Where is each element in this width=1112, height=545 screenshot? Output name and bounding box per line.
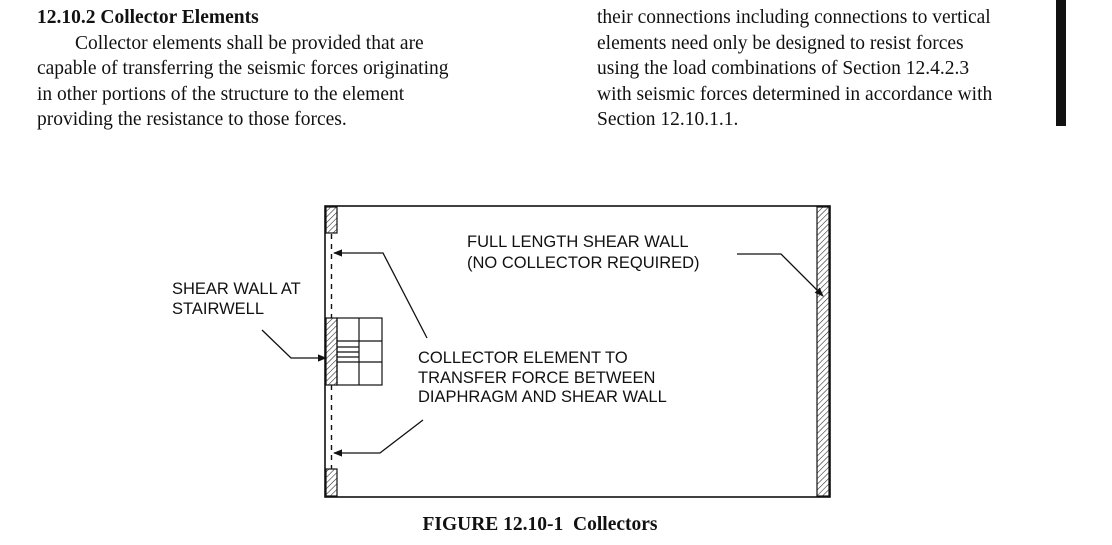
paragraph-line: with seismic forces determined in accord… — [597, 83, 993, 105]
building-outline — [324, 205, 831, 498]
figure-caption: FIGURE 12.10-1 Collectors — [422, 514, 658, 535]
leader-collector-lower — [333, 419, 424, 457]
paragraph-line: using the load combinations of Section 1… — [597, 58, 970, 79]
left-wall-segment-bottom — [325, 468, 338, 497]
left-wall-segment-top — [325, 206, 338, 234]
paragraph-line: their connections including connections … — [597, 7, 991, 28]
leader-collector-upper — [333, 249, 428, 339]
paragraph-line: providing the resistance to those forces… — [37, 109, 347, 130]
paragraph-line: in other portions of the structure to th… — [37, 83, 405, 105]
full-length-shear-wall — [816, 206, 830, 497]
stairwell-wall-label: SHEAR WALL AT STAIRWELL — [172, 280, 305, 318]
stairwell-shear-wall — [325, 317, 338, 386]
left-text-column: 12.10.2 Collector Elements Collector ele… — [37, 5, 537, 133]
stairwell-grid — [336, 317, 383, 386]
revision-change-bar — [1056, 0, 1066, 126]
paragraph-line: elements need only be designed to resist… — [597, 32, 964, 54]
right-text-column: their connections including connections … — [597, 5, 1052, 133]
paragraph-line: Section 12.10.1.1. — [597, 109, 739, 130]
full-length-wall-label: FULL LENGTH SHEAR WALL (NO COLLECTOR REQ… — [467, 233, 700, 272]
paragraph-line: capable of transferring the seismic forc… — [37, 58, 449, 79]
paragraph-line: Collector elements shall be provided tha… — [75, 32, 424, 54]
collector-element-label: COLLECTOR ELEMENT TO TRANSFER FORCE BETW… — [418, 349, 667, 406]
section-heading: 12.10.2 Collector Elements — [37, 7, 259, 28]
leader-stairwell-wall — [261, 329, 327, 362]
leader-full-length-wall — [737, 253, 824, 297]
